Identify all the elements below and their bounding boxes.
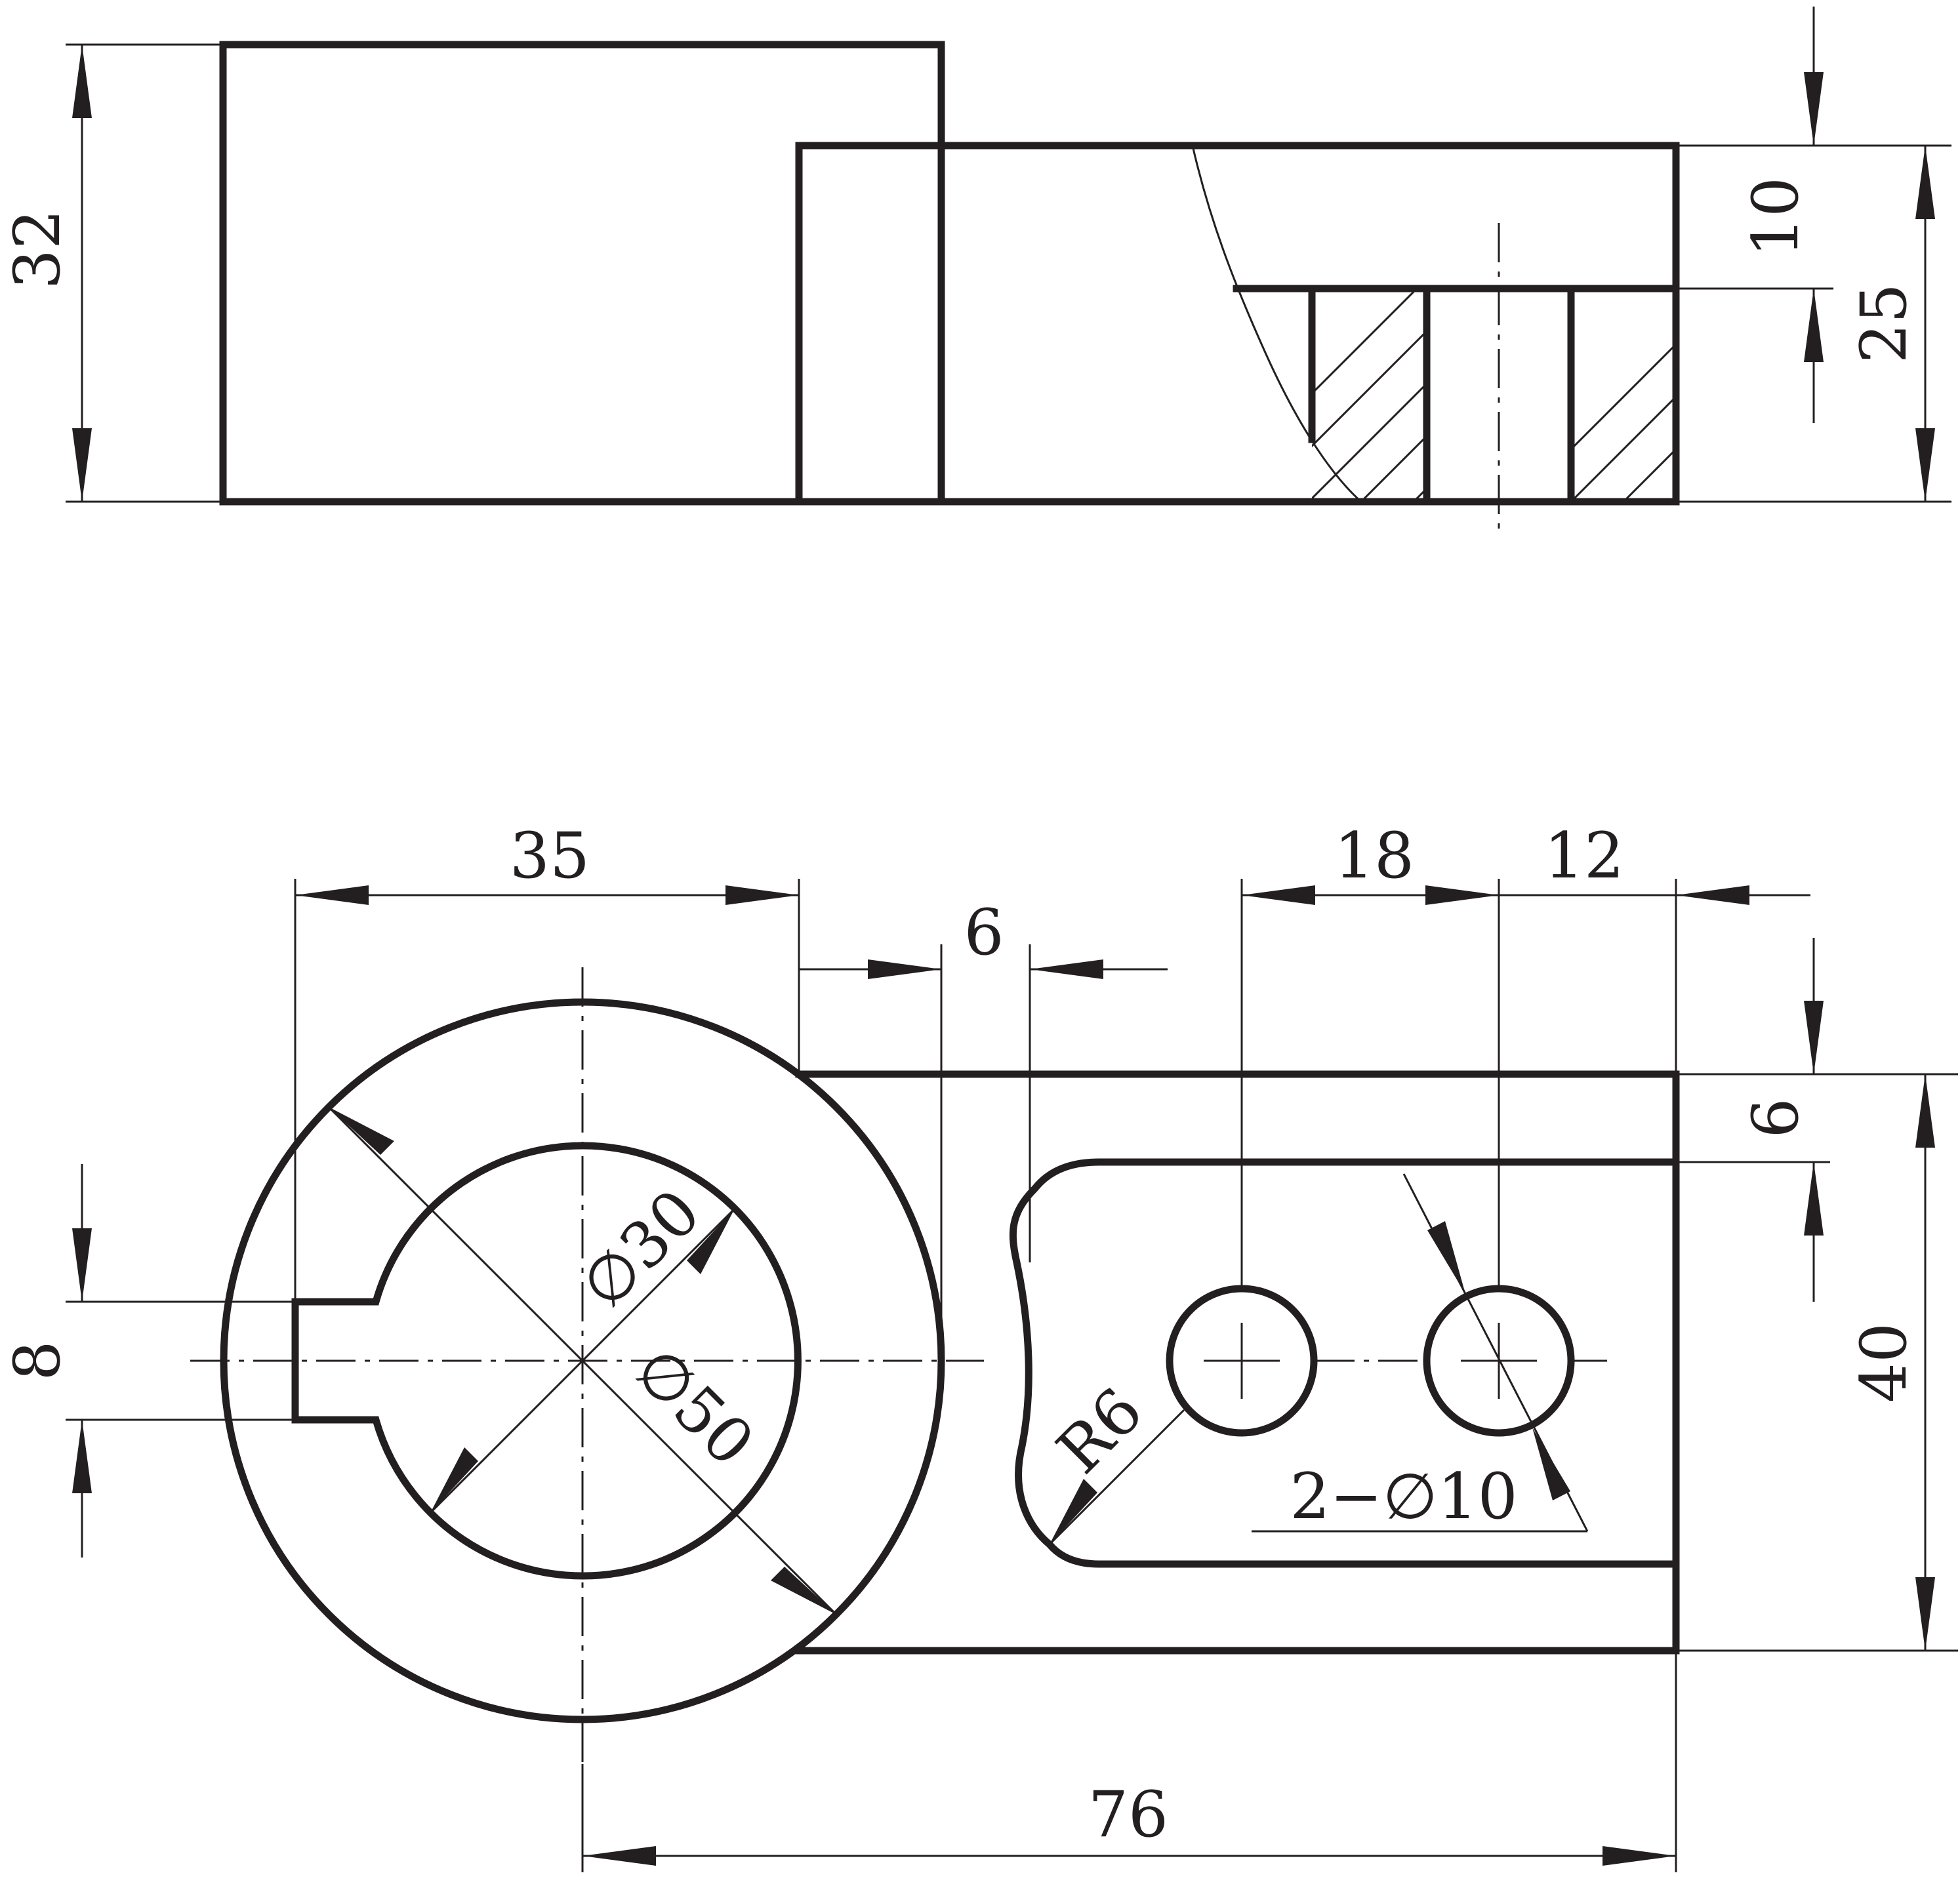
dim-8-text: 8 [1,1340,74,1380]
dim-r6-text: R6 [1043,1374,1156,1487]
bore-with-keyway [291,1142,802,1580]
dim-76-text: 76 [1088,1778,1168,1851]
dim-12-text: 12 [1544,819,1624,893]
front-tall-block [219,41,945,506]
dim-phi30-text: ∅30 [567,1175,714,1323]
dim-10: 10 [1676,7,1833,423]
dim-8: 8 [1,1164,295,1558]
dim-phi50-text: ∅50 [621,1333,768,1480]
dim-6-top: 6 [799,896,1168,1361]
dim-35: 35 [294,819,800,1302]
dim-6-right-text: 6 [1739,1098,1812,1138]
dim-holes: 2−∅10 [1252,1173,1589,1533]
dim-holes-text: 2−∅10 [1290,1460,1517,1533]
front-hatching-right [1571,342,1676,502]
front-view [219,41,1680,531]
dim-25: 25 [1676,144,1951,503]
front-arm-block [795,142,1680,506]
dim-32-text: 32 [1,209,74,289]
dim-35-text: 35 [510,819,590,893]
dim-6-right: 6 [1676,938,1958,1302]
dim-32: 32 [1,43,223,503]
dim-40-text: 40 [1847,1323,1921,1403]
top-view [190,967,1680,1764]
dim-6-top-text: 6 [964,896,1004,969]
dim-18-12: 18 12 [1240,819,1810,1872]
dim-25-text: 25 [1847,283,1921,363]
dim-40: 40 [1676,1074,1958,1652]
front-hatching-left [1312,289,1427,502]
front-break-curve [1191,145,1362,503]
dim-76: 76 [581,1764,1676,1872]
arm-slot [1009,1158,1680,1568]
dim-10-text: 10 [1739,177,1812,257]
dim-r6: R6 [1043,1374,1185,1546]
dim-18-text: 18 [1334,819,1414,893]
